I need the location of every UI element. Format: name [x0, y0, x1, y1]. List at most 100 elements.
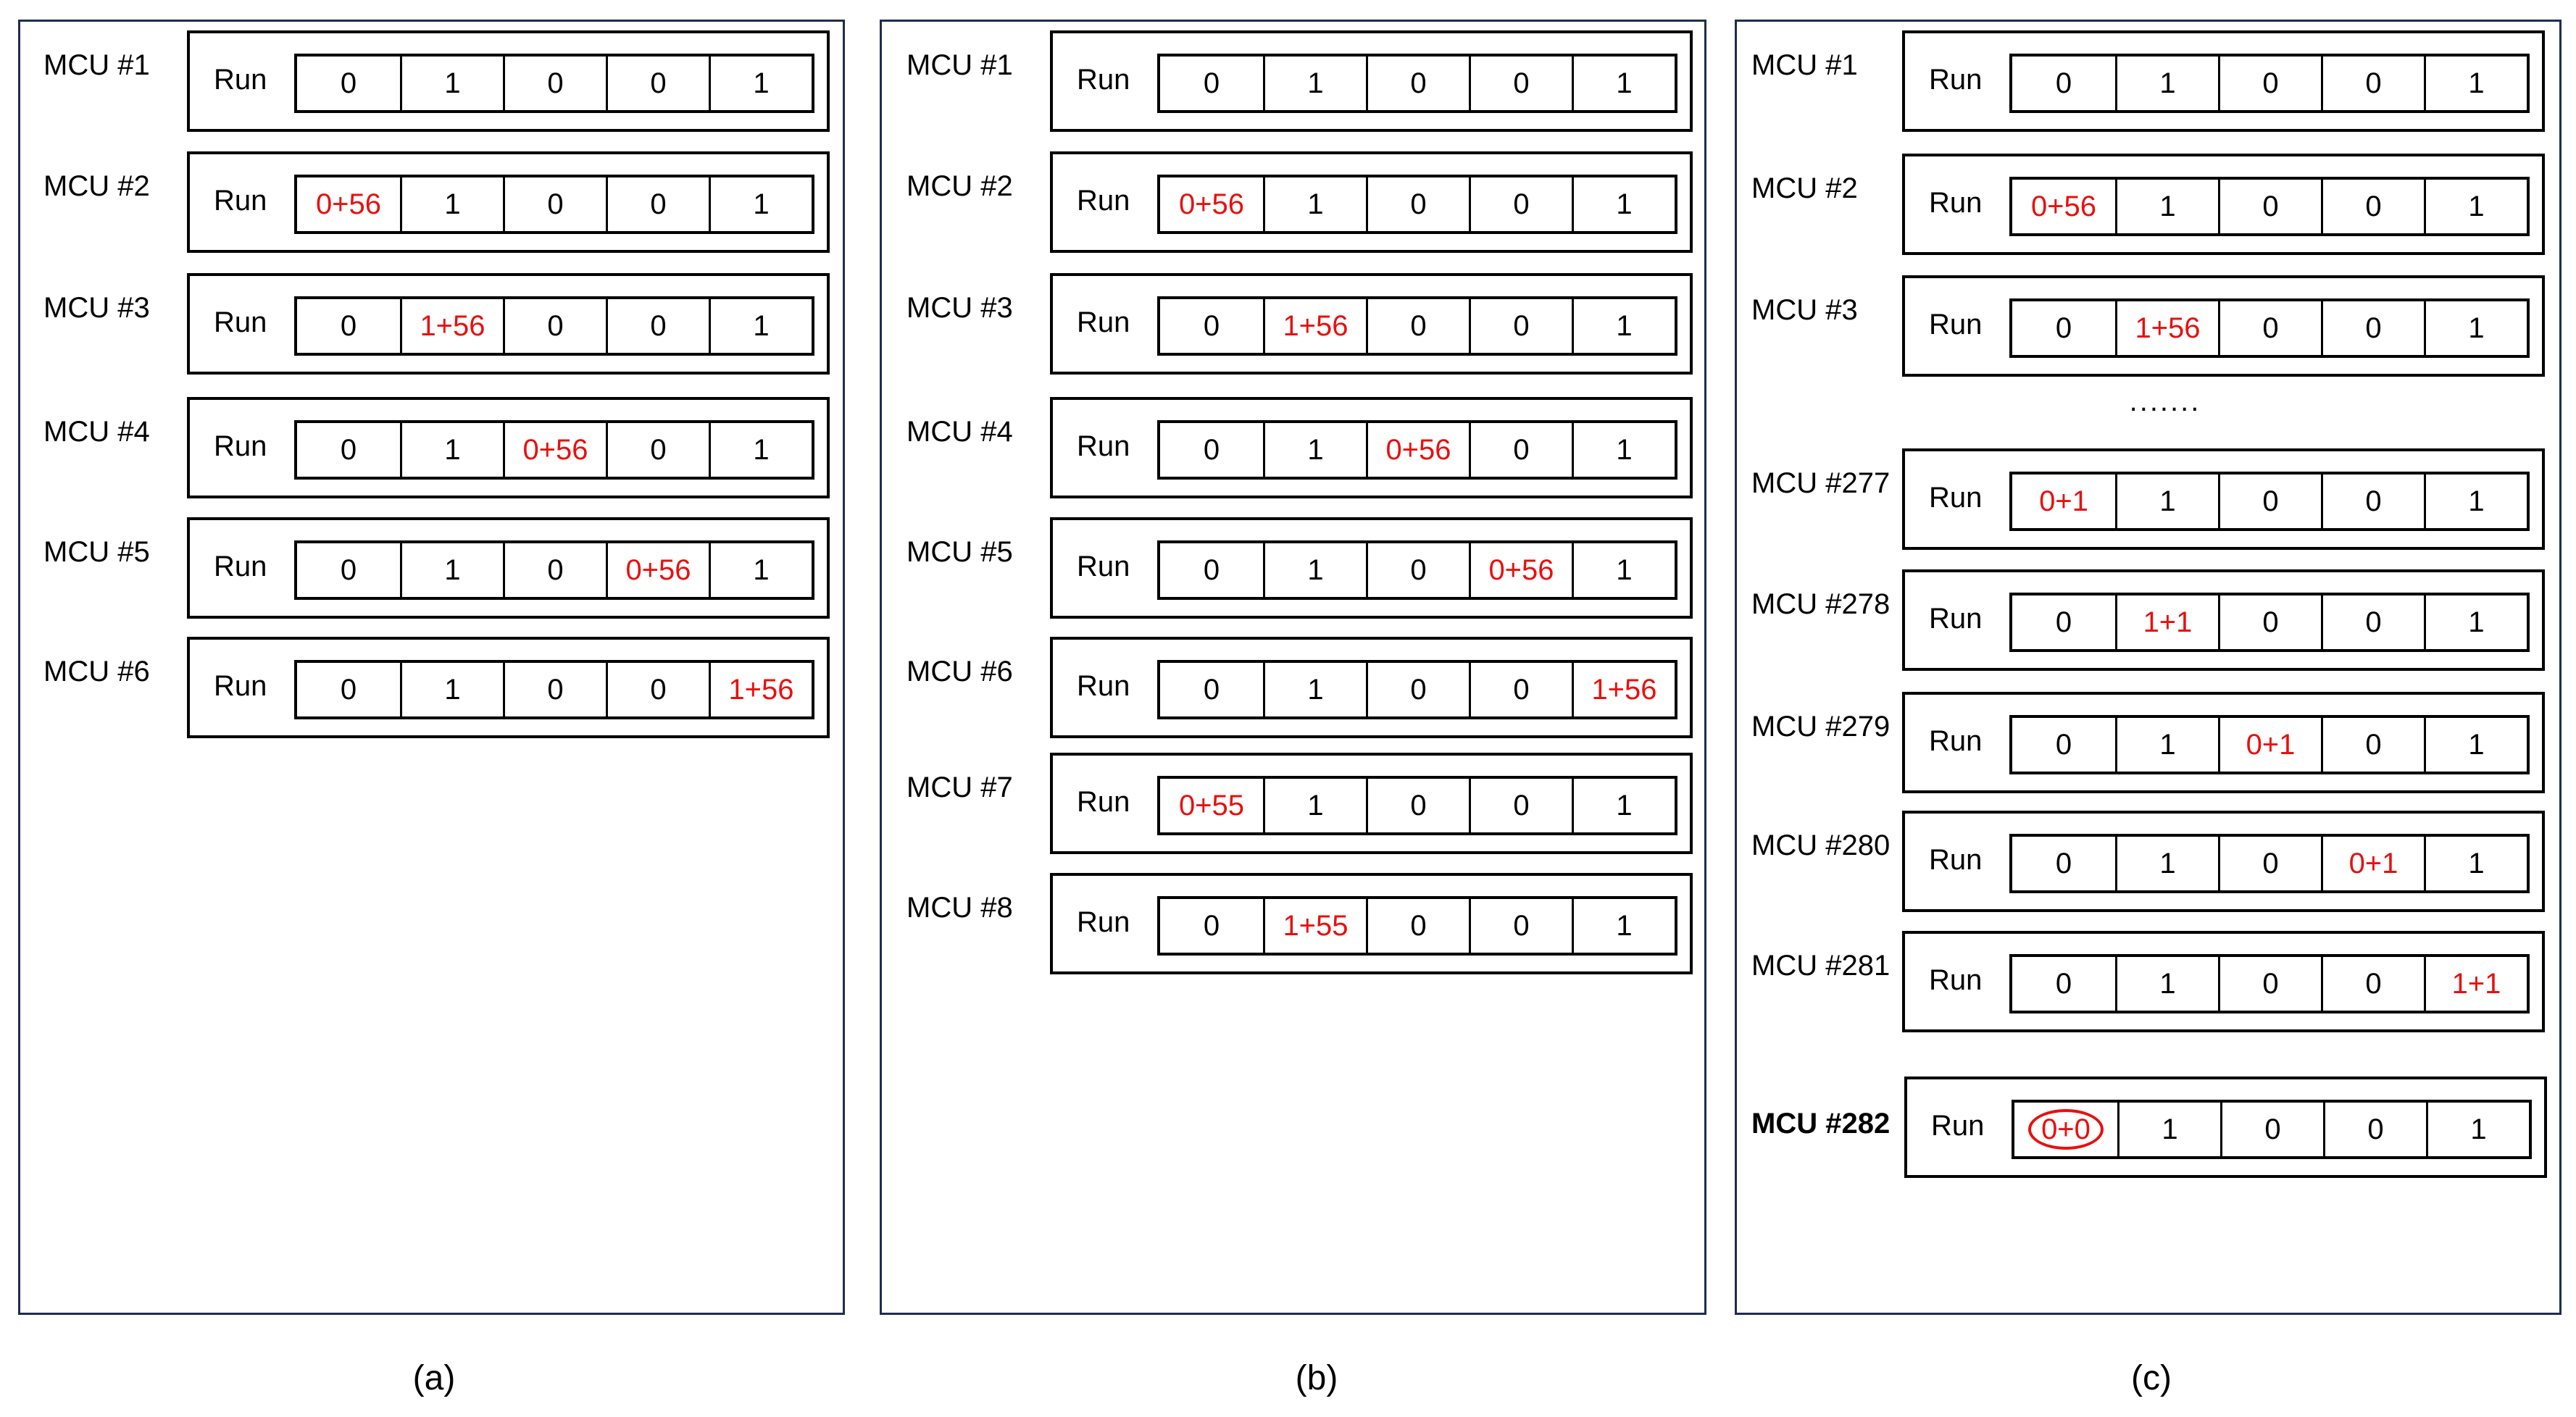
run-cell: 0: [2218, 837, 2321, 890]
run-cell: 0: [1469, 57, 1572, 110]
run-cell: 0+56: [606, 543, 709, 597]
mcu-label: MCU #5: [906, 536, 1013, 568]
panel-a: [18, 20, 845, 1315]
run-cell: 1: [709, 177, 812, 231]
run-cell: 1: [1263, 57, 1366, 110]
run-cell: 1: [709, 423, 812, 477]
run-label: Run: [1077, 906, 1130, 938]
ellipsis: .......: [2129, 385, 2201, 417]
run-label: Run: [214, 670, 267, 702]
run-cell: 0+1: [2039, 485, 2088, 517]
run-cell: 0: [503, 177, 606, 231]
run-cell: 0+56: [315, 188, 382, 220]
run-cell: 1: [2424, 595, 2527, 649]
run-cell: 0: [2323, 1103, 2426, 1156]
run-label: Run: [214, 551, 267, 582]
run-cell: 1: [2424, 301, 2527, 355]
mcu-label: MCU #282: [1751, 1108, 1891, 1140]
run-cell: 1: [2115, 180, 2218, 233]
run-cell: 0: [2321, 475, 2424, 528]
run-cell: 0: [1469, 663, 1572, 716]
run-cell: 0: [2218, 595, 2321, 649]
run-cell: 0+0: [2014, 1103, 2117, 1156]
run-cell: 0: [503, 663, 606, 716]
run-cell: 0: [2218, 180, 2321, 233]
run-cell: 0: [1469, 423, 1572, 477]
mcu-label: MCU #1: [1751, 49, 1858, 81]
run-cell: 0: [1366, 57, 1469, 110]
mcu-label: MCU #7: [906, 772, 1013, 803]
run-cell: 0: [340, 433, 357, 466]
mcu-label: MCU #2: [43, 170, 150, 202]
mcu-label: MCU #280: [1751, 829, 1891, 861]
run-cell: 0: [1203, 67, 1220, 99]
run-cell: 0+56: [2030, 190, 2097, 222]
run-label: Run: [1929, 964, 1983, 996]
run-cell: 0: [606, 423, 709, 477]
run-cell: 1: [1263, 663, 1366, 716]
run-label: Run: [214, 306, 267, 338]
run-cell: 1: [709, 299, 812, 353]
run-cell: 0: [503, 57, 606, 110]
run-cell: 0: [340, 309, 357, 342]
run-label: Run: [1929, 482, 1983, 514]
run-cell: 0+56: [503, 423, 606, 477]
run-cell: 0: [340, 67, 357, 99]
mcu-label: MCU #3: [1751, 294, 1858, 326]
run-cell: 1: [2424, 837, 2527, 890]
run-cell: 0: [1203, 553, 1220, 586]
mcu-label: MCU #279: [1751, 711, 1891, 743]
run-cell: 0: [1366, 299, 1469, 353]
run-cell: 0: [2321, 180, 2424, 233]
run-cell: 1: [2424, 475, 2527, 528]
run-cell: 0: [1203, 433, 1220, 466]
run-label: Run: [1929, 725, 1983, 757]
run-label: Run: [1077, 185, 1130, 217]
mcu-label: MCU #5: [43, 536, 150, 568]
mcu-label: MCU #6: [43, 656, 150, 687]
mcu-label: MCU #277: [1751, 467, 1891, 499]
run-cell: 0+55: [1178, 789, 1245, 822]
run-cell: 0: [1366, 543, 1469, 597]
run-cell: 1: [2115, 718, 2218, 772]
run-cell: 1: [1572, 779, 1675, 832]
run-cell: 0: [1203, 673, 1220, 706]
run-label: Run: [1929, 309, 1983, 340]
mcu-label: MCU #1: [43, 49, 150, 81]
run-cell: 0: [1203, 909, 1220, 942]
mcu-label: MCU #8: [906, 892, 1013, 924]
run-cell: 0: [2321, 595, 2424, 649]
run-cell: 1: [1263, 543, 1366, 597]
run-label: Run: [1929, 844, 1983, 876]
run-cell: 1: [709, 543, 812, 597]
run-cell: 0: [2055, 312, 2072, 344]
run-label: Run: [1077, 670, 1130, 702]
run-cell: 1: [2115, 837, 2218, 890]
mcu-label: MCU #278: [1751, 588, 1891, 620]
mcu-label: MCU #4: [43, 416, 150, 448]
run-label: Run: [1929, 187, 1983, 219]
